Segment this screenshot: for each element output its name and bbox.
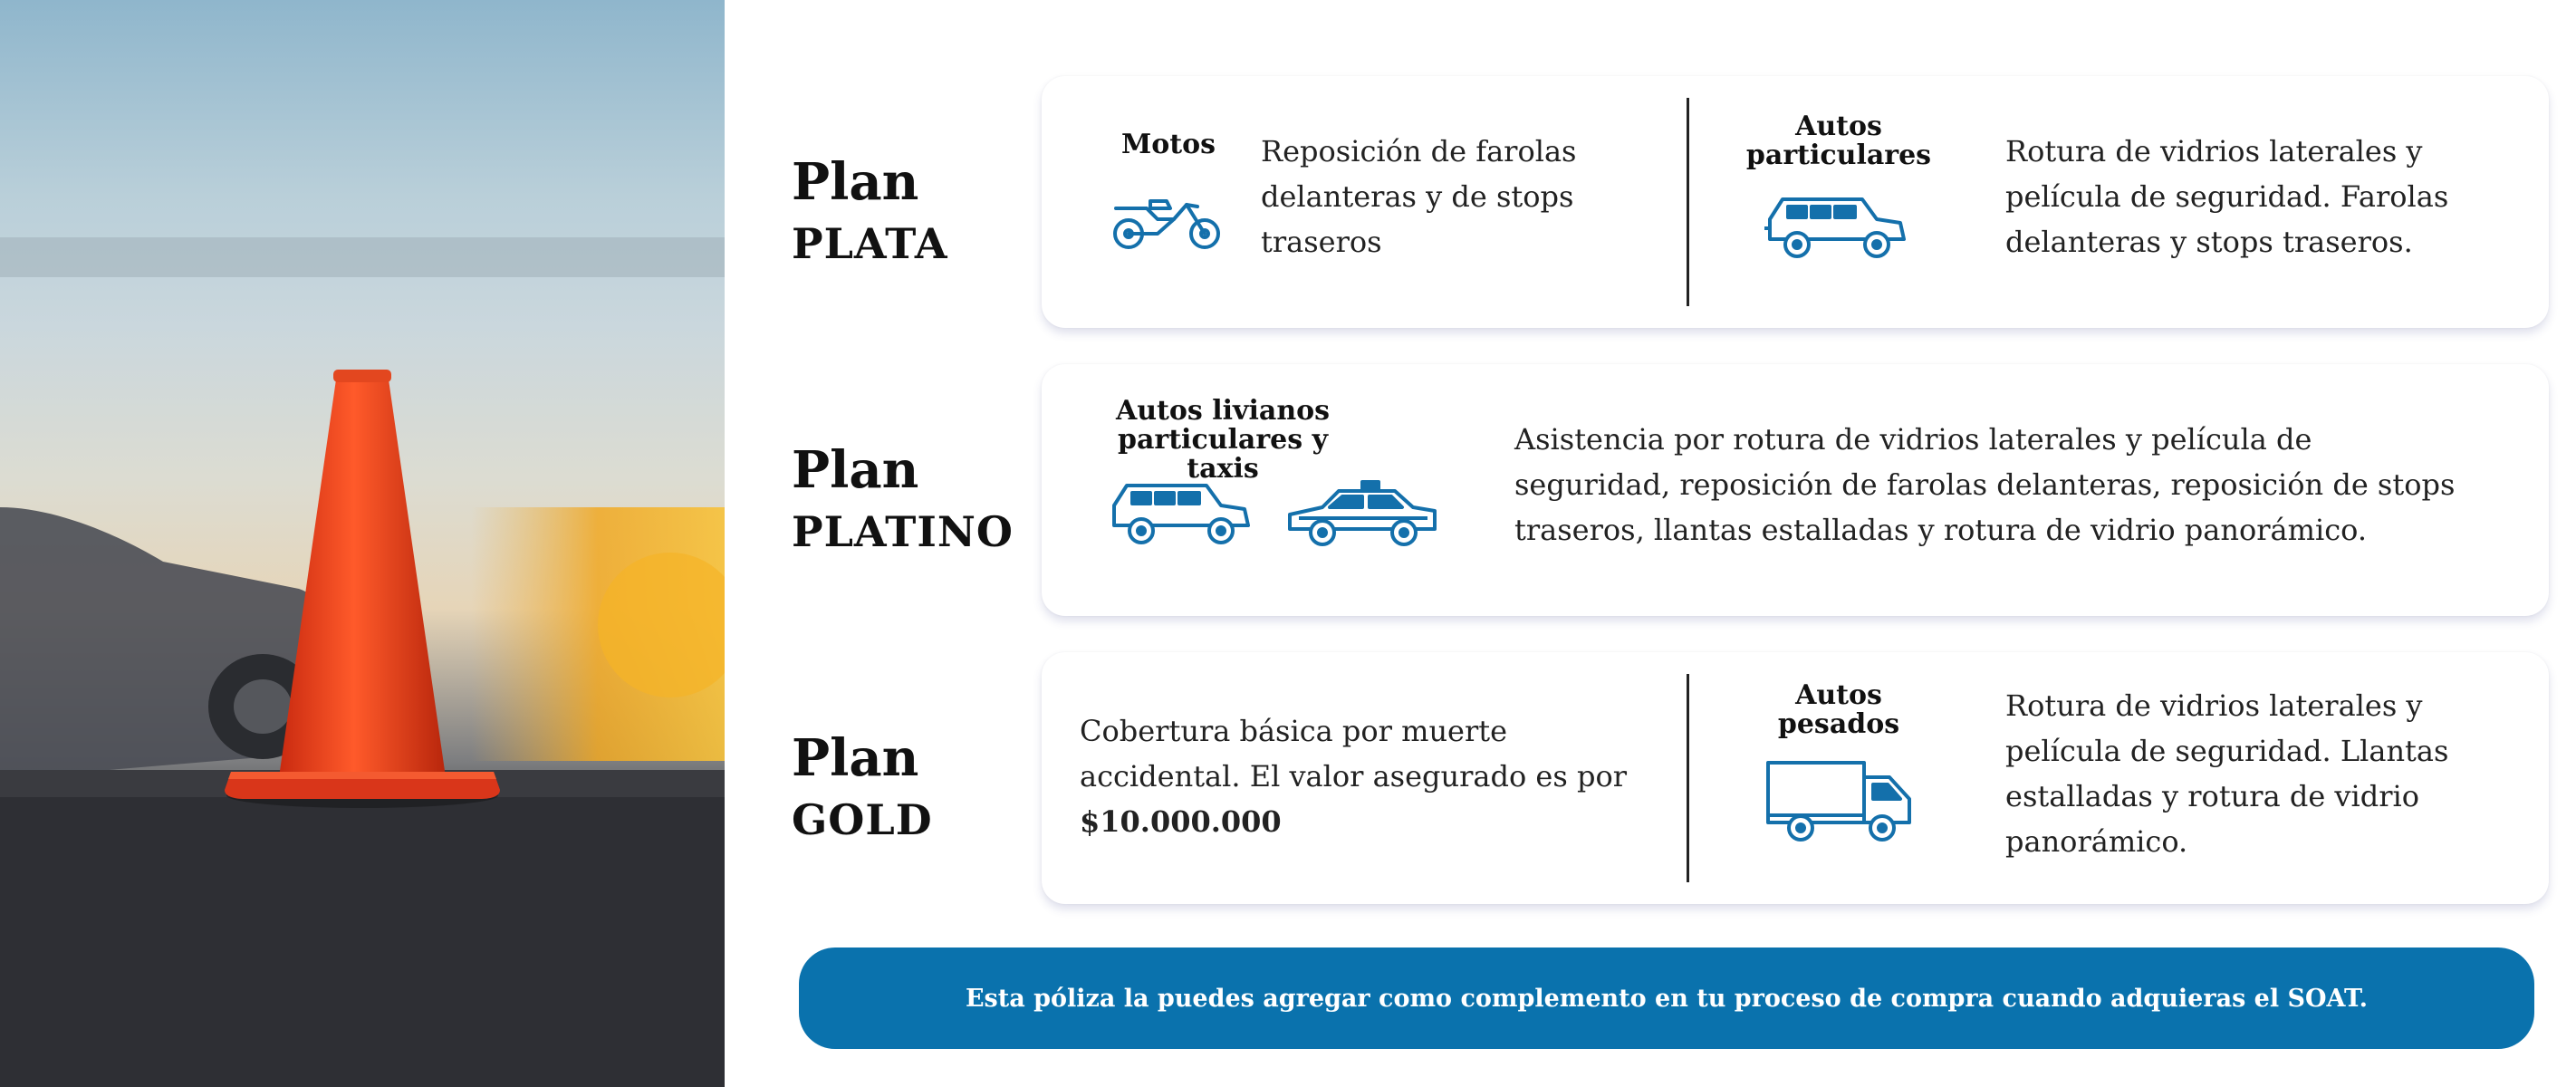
card-divider xyxy=(1687,98,1689,306)
truck-icon xyxy=(1764,757,1917,844)
card-divider xyxy=(1687,674,1689,882)
plan-title-gold: Plan GOLD xyxy=(792,728,1045,851)
plan-title-word: Plan xyxy=(792,440,919,500)
plan-gold-pesados-text: Rotura de vidrios laterales y película d… xyxy=(2005,688,2449,859)
vehicle-label-autos-pesados: Autos pesados xyxy=(1777,679,1900,740)
plan-title-name: PLATINO xyxy=(792,507,1014,556)
vehicle-label-motos: Motos xyxy=(1121,129,1216,160)
soat-complement-banner: Esta póliza la puedes agregar como compl… xyxy=(799,948,2534,1049)
vehicle-label-autos-particulares: Autos particulares xyxy=(1745,111,1932,171)
motorcycle-icon xyxy=(1110,188,1223,254)
insured-amount: $10.000.000 xyxy=(1080,804,1282,839)
plan-plata-autos-text: Rotura de vidrios laterales y película d… xyxy=(2005,134,2449,259)
car-suv-icon xyxy=(1764,192,1909,265)
plan-title-name: GOLD xyxy=(792,795,933,844)
plan-gold-coverage-text: Cobertura básica por muerte accidental. … xyxy=(1080,708,1659,844)
plan-title-platino: Plan PLATINO xyxy=(792,440,1045,563)
plan-title-word: Plan xyxy=(792,152,919,212)
plan-title-word: Plan xyxy=(792,728,919,788)
vehicle-label-autos-livianos: Autos livianos particulares y taxis xyxy=(1115,395,1331,485)
taxi-icon xyxy=(1286,480,1440,551)
coverage-text: Cobertura básica por muerte accidental. … xyxy=(1080,714,1627,794)
plan-plata-motos-text: Reposición de farolas delanteras y de st… xyxy=(1261,134,1577,259)
plan-card-plata: Motos Reposición de farolas delanteras y… xyxy=(1042,76,2549,328)
plan-title-plata: Plan PLATA xyxy=(792,152,1045,275)
hero-photo xyxy=(0,0,725,1087)
plan-card-gold: Cobertura básica por muerte accidental. … xyxy=(1042,652,2549,904)
car-suv-icon xyxy=(1109,478,1254,551)
plan-card-platino: Autos livianos particulares y taxis Asis… xyxy=(1042,364,2549,616)
plan-platino-text: Asistencia por rotura de vidrios lateral… xyxy=(1514,422,2456,547)
plan-title-name: PLATA xyxy=(792,219,948,268)
banner-text: Esta póliza la puedes agregar como compl… xyxy=(965,984,2369,1013)
